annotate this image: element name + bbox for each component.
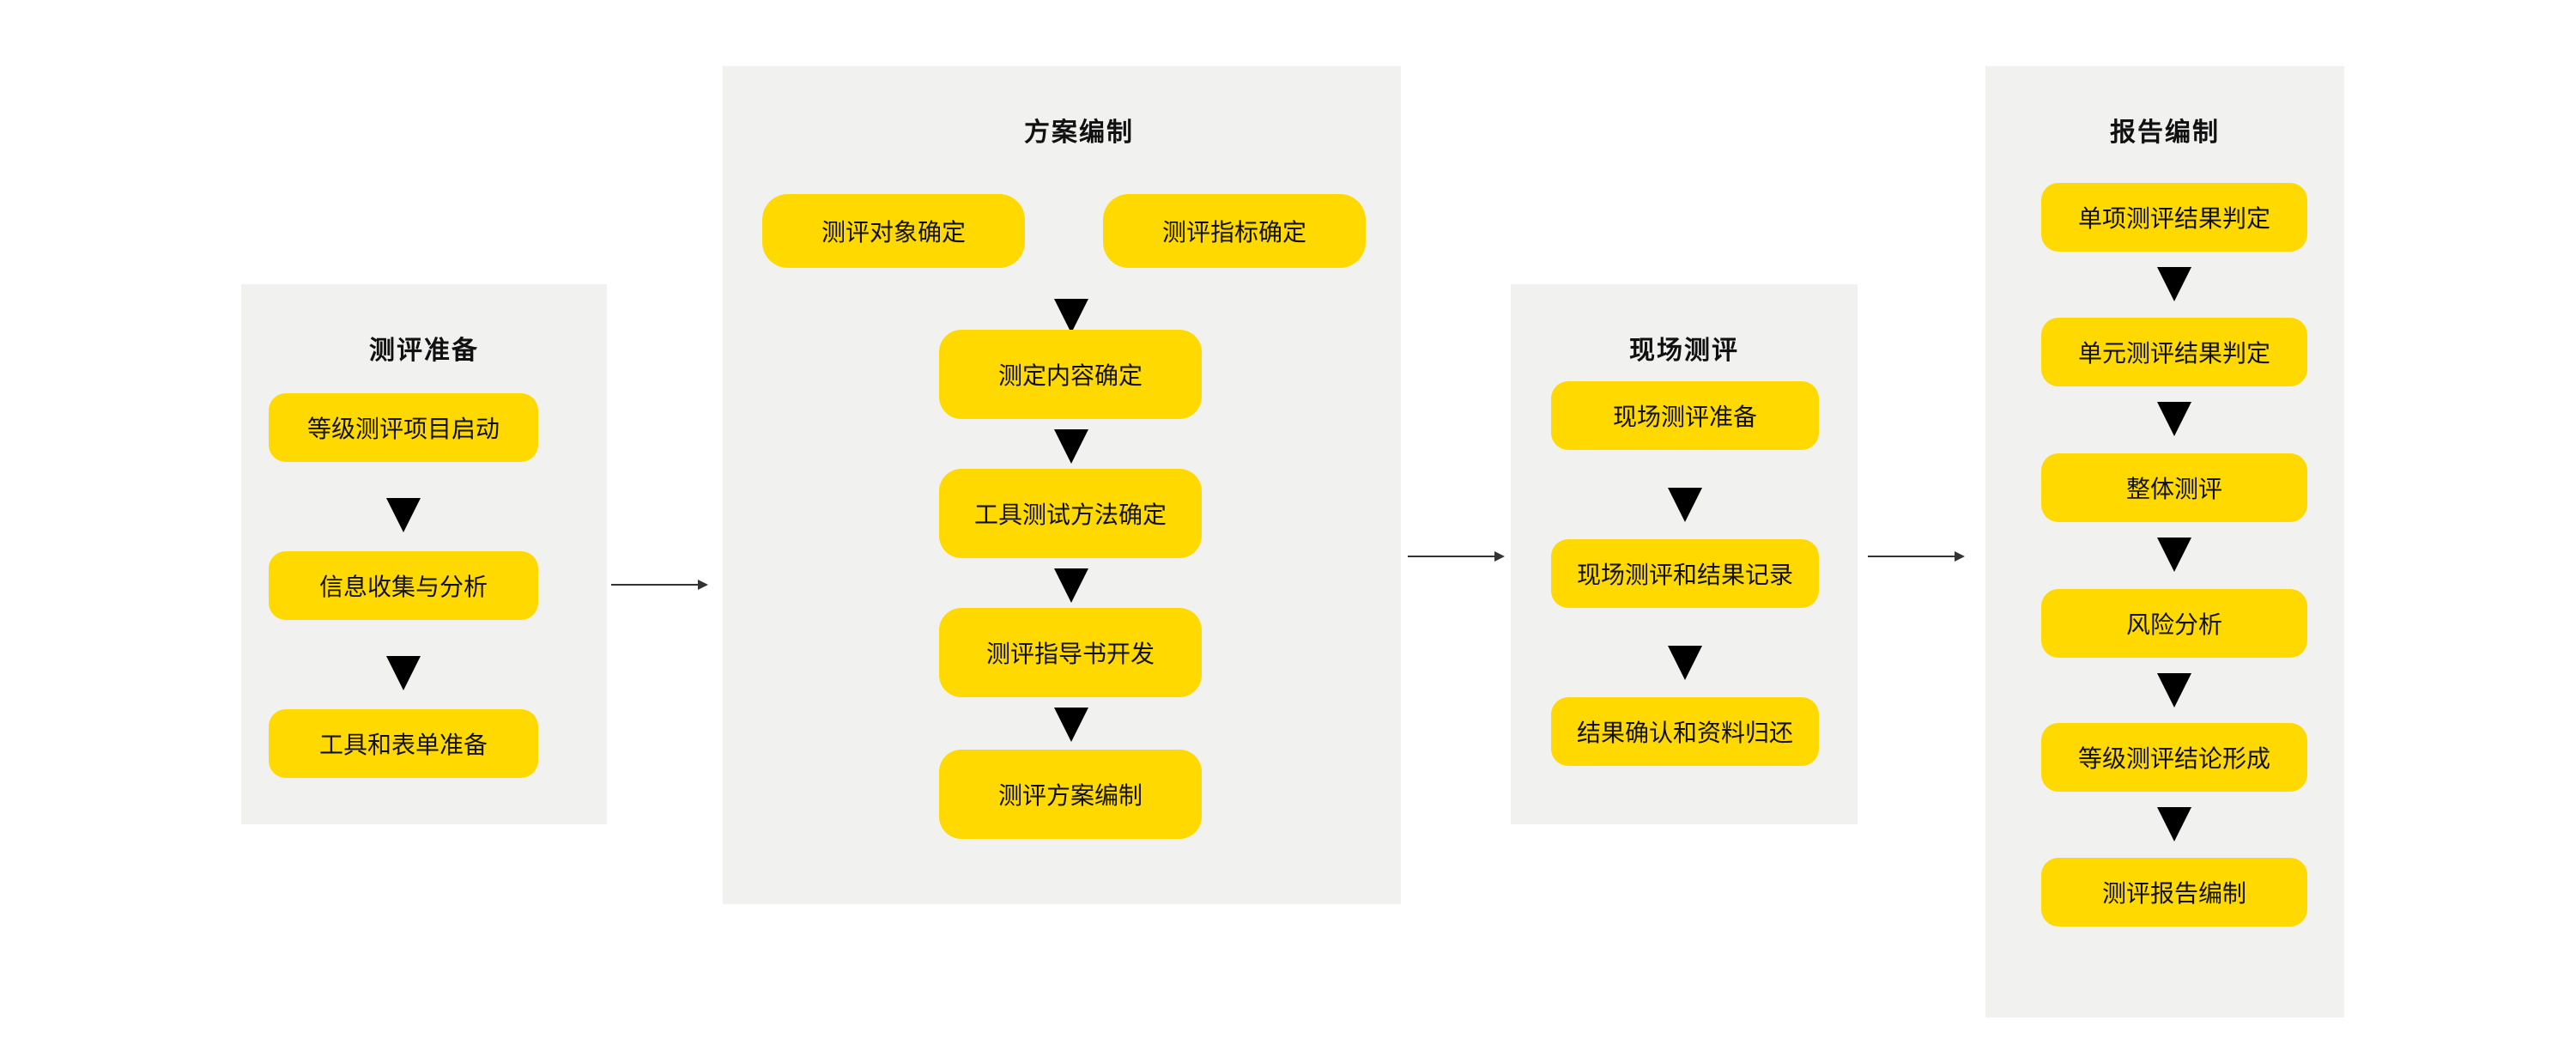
flow-arrow-icon (1054, 568, 1088, 603)
onsite-step-3: 结果确认和资料归还 (1551, 697, 1819, 766)
plan-step-4: 测评方案编制 (939, 750, 1202, 839)
flow-arrow-icon (386, 656, 421, 690)
prep-step-3: 工具和表单准备 (269, 709, 538, 778)
prep-title: 测评准备 (369, 336, 479, 366)
plan-title: 方案编制 (1024, 118, 1134, 148)
flow-arrow-icon (1668, 488, 1702, 522)
flow-arrow-icon (1054, 299, 1088, 333)
report-step-4: 风险分析 (2041, 589, 2307, 658)
report-step-3: 整体测评 (2041, 453, 2307, 522)
report-step-2: 单元测评结果判定 (2041, 318, 2307, 386)
plan-step-2: 工具测试方法确定 (939, 469, 1202, 558)
onsite-step-1: 现场测评准备 (1551, 381, 1819, 450)
report-step-5: 等级测评结论形成 (2041, 723, 2307, 792)
onsite-panel: 现场测评 现场测评准备 现场测评和结果记录 结果确认和资料归还 (1511, 284, 1858, 824)
flow-arrow-icon (1054, 708, 1088, 742)
plan-top-step-2: 测评指标确定 (1103, 194, 1366, 268)
onsite-title: 现场测评 (1629, 336, 1739, 366)
plan-step-3: 测评指导书开发 (939, 608, 1202, 697)
flow-arrow-icon (386, 498, 421, 532)
report-title: 报告编制 (2110, 118, 2220, 148)
flow-arrow-icon (1668, 646, 1702, 680)
flow-arrow-icon (2157, 267, 2191, 301)
flow-arrow-icon (2157, 538, 2191, 572)
flow-arrow-icon (2157, 807, 2191, 841)
onsite-step-2: 现场测评和结果记录 (1551, 539, 1819, 608)
report-panel: 报告编制 单项测评结果判定 单元测评结果判定 整体测评 风险分析 等级测评结论形… (1985, 66, 2344, 1018)
plan-step-1: 测定内容确定 (939, 330, 1202, 419)
prep-step-1: 等级测评项目启动 (269, 393, 538, 462)
plan-top-step-1: 测评对象确定 (762, 194, 1025, 268)
prep-step-2: 信息收集与分析 (269, 551, 538, 620)
flow-arrow-icon (1054, 429, 1088, 464)
report-step-6: 测评报告编制 (2041, 858, 2307, 926)
report-step-1: 单项测评结果判定 (2041, 183, 2307, 252)
flow-arrow-icon (2157, 673, 2191, 708)
prep-panel: 测评准备 等级测评项目启动 信息收集与分析 工具和表单准备 (241, 284, 607, 824)
flow-arrow-icon (2157, 402, 2191, 436)
